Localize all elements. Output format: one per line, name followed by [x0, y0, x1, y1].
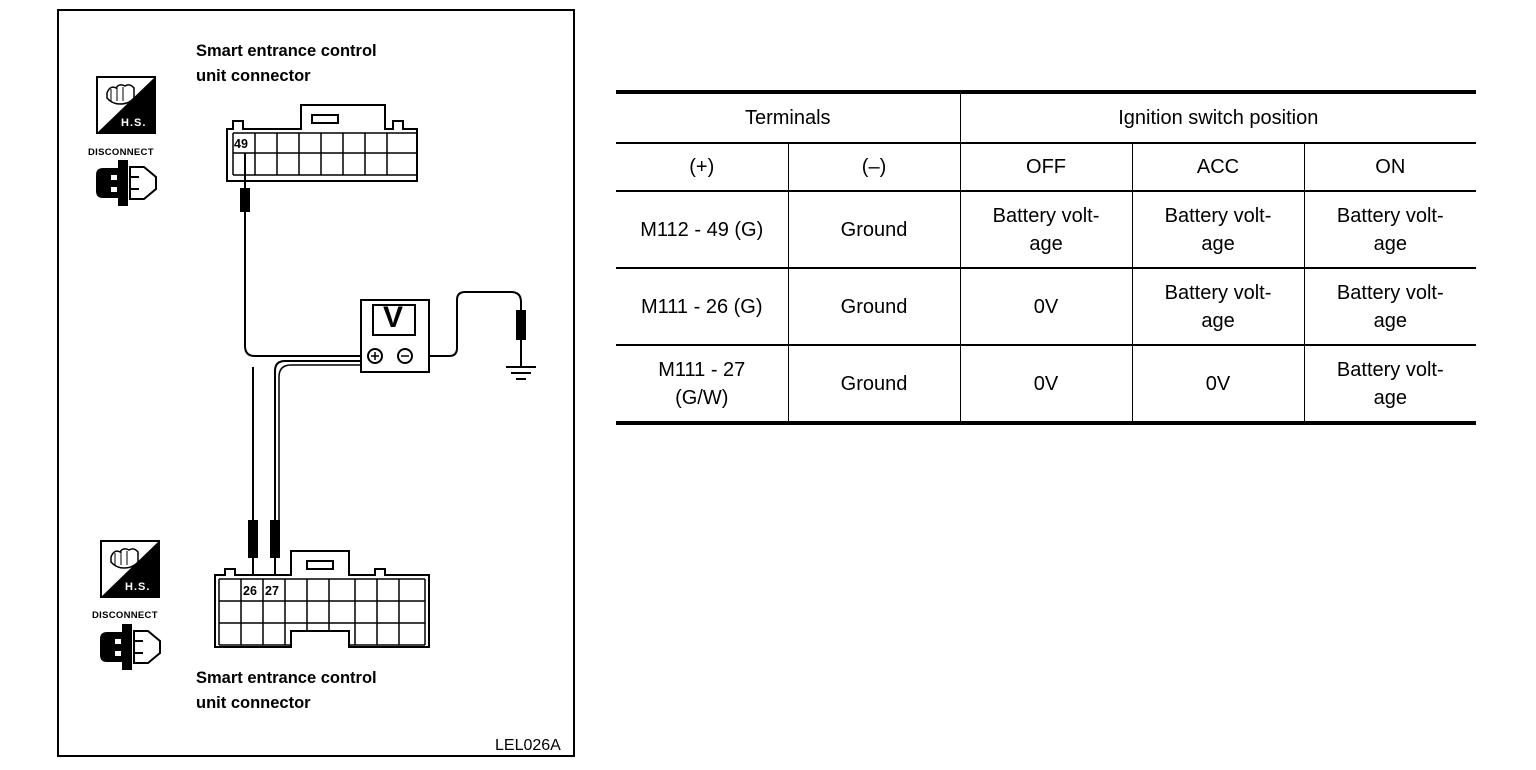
cell-minus: Ground: [787, 268, 961, 346]
diagram-panel: Smart entrance control unit connector H.…: [57, 9, 575, 757]
table-header-row: Terminals Ignition switch position: [616, 90, 1477, 144]
bottom-connector-label-line2: unit connector: [196, 694, 311, 712]
cell-off: Battery volt- age: [959, 191, 1133, 269]
cell-minus: Ground: [787, 191, 961, 269]
voltmeter: [360, 299, 430, 373]
disconnect-connector-icon-top: [96, 160, 157, 206]
hand-sensor-icon-top: [96, 76, 156, 134]
cell-plus: M112 - 49 (G): [616, 191, 789, 269]
cell-off: 0V: [959, 268, 1133, 346]
ground-lead: [429, 291, 536, 380]
cell-on: Battery volt- age: [1303, 191, 1477, 269]
table-row: M111 - 27 (G/W) Ground 0V 0V Battery vol…: [616, 345, 1477, 425]
hs-label-bottom: H.S.: [125, 581, 151, 593]
voltmeter-label: V: [383, 301, 404, 334]
bottom-connector: [214, 550, 430, 648]
header-ignition-switch-position: Ignition switch position: [959, 90, 1477, 144]
disconnect-connector-icon-bottom: [100, 624, 161, 670]
figure-code: LEL026A: [495, 737, 561, 754]
cell-on: Battery volt- age: [1303, 268, 1477, 346]
cell-acc: Battery volt- age: [1131, 268, 1305, 346]
hand-sensor-icon-bottom: [100, 540, 160, 598]
top-connector-label-line1: Smart entrance control: [196, 42, 377, 60]
cell-acc: 0V: [1131, 345, 1305, 425]
cell-off: 0V: [959, 345, 1133, 425]
voltage-spec-table: Terminals Ignition switch position (+) (…: [616, 90, 1477, 425]
pin-label-26: 26: [243, 584, 257, 598]
header-terminals: Terminals: [616, 90, 961, 144]
subheader-plus: (+): [616, 143, 789, 192]
cell-on: Battery volt- age: [1303, 345, 1477, 425]
table-row: M112 - 49 (G) Ground Battery volt- age B…: [616, 191, 1477, 269]
pin-label-49: 49: [234, 137, 248, 151]
wiring-diagram: [96, 76, 536, 670]
subheader-on: ON: [1303, 143, 1477, 192]
table-row: M111 - 26 (G) Ground 0V Battery volt- ag…: [616, 268, 1477, 346]
bottom-connector-label-line1: Smart entrance control: [196, 669, 377, 687]
subheader-minus: (–): [787, 143, 961, 192]
cell-minus: Ground: [787, 345, 961, 425]
pin-label-27: 27: [265, 584, 279, 598]
cell-plus: M111 - 26 (G): [616, 268, 789, 346]
top-probe: [240, 153, 361, 357]
hs-label-top: H.S.: [121, 117, 147, 129]
table-subheader-row: (+) (–) OFF ACC ON: [616, 143, 1477, 192]
bottom-probes: [248, 360, 361, 583]
cell-acc: Battery volt- age: [1131, 191, 1305, 269]
disconnect-label-bottom: DISCONNECT: [92, 610, 158, 621]
top-connector-label-line2: unit connector: [196, 67, 311, 85]
disconnect-label-top: DISCONNECT: [88, 147, 154, 158]
subheader-off: OFF: [959, 143, 1133, 192]
cell-plus: M111 - 27 (G/W): [616, 345, 789, 425]
subheader-acc: ACC: [1131, 143, 1305, 192]
top-connector: [226, 104, 418, 182]
